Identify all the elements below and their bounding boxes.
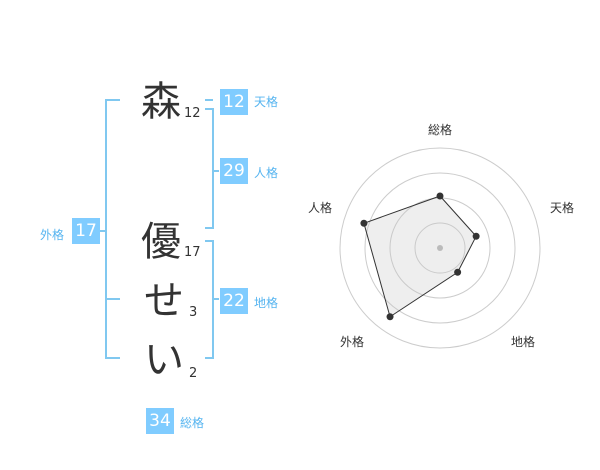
- radar-point-3: [454, 268, 462, 276]
- radar-point-2: [472, 232, 480, 240]
- soukaku-value-badge: 34: [146, 408, 174, 434]
- soukaku-label: 総格: [180, 416, 205, 430]
- jinkaku-label: 人格: [254, 166, 279, 180]
- jinkaku-bracket: [205, 108, 214, 229]
- jinkaku-value-badge: 29: [220, 158, 248, 184]
- name-char-4-strokes: 2: [189, 366, 198, 381]
- name-char-4: い: [144, 337, 184, 383]
- radar-axis-label-tenkaku: 天格: [550, 201, 575, 215]
- name-char-2: 優: [141, 219, 181, 265]
- radar-polygon: [363, 195, 477, 318]
- gaikaku-label: 外格: [40, 228, 65, 242]
- radar-ring-3: [364, 172, 516, 324]
- name-char-3: せ: [144, 278, 184, 324]
- radar-point-5: [360, 219, 368, 227]
- radar-axis-label-soukaku: 総格: [428, 123, 453, 137]
- chikaku-label: 地格: [254, 296, 279, 310]
- radar-axis-label-gaikaku: 外格: [340, 335, 365, 349]
- tenkaku-label: 天格: [254, 95, 279, 109]
- tenkaku-value-badge: 12: [220, 89, 248, 115]
- radar-point-1: [436, 192, 444, 200]
- name-char-3-strokes: 3: [189, 305, 198, 320]
- name-char-1-strokes: 12: [184, 106, 201, 121]
- radar-point-4: [386, 313, 394, 321]
- name-char-2-strokes: 17: [184, 245, 201, 260]
- radar-center-dot: [437, 245, 443, 251]
- chikaku-value-badge: 22: [220, 288, 248, 314]
- radar-axis-label-chikaku: 地格: [511, 335, 536, 349]
- radar-axis-label-jinkaku: 人格: [308, 201, 333, 215]
- name-char-1: 森: [141, 79, 181, 125]
- radar-ring-4: [339, 147, 541, 349]
- gaikaku-bracket: [105, 99, 120, 359]
- radar-ring-1: [414, 222, 466, 274]
- gaikaku-value-badge: 17: [72, 218, 100, 244]
